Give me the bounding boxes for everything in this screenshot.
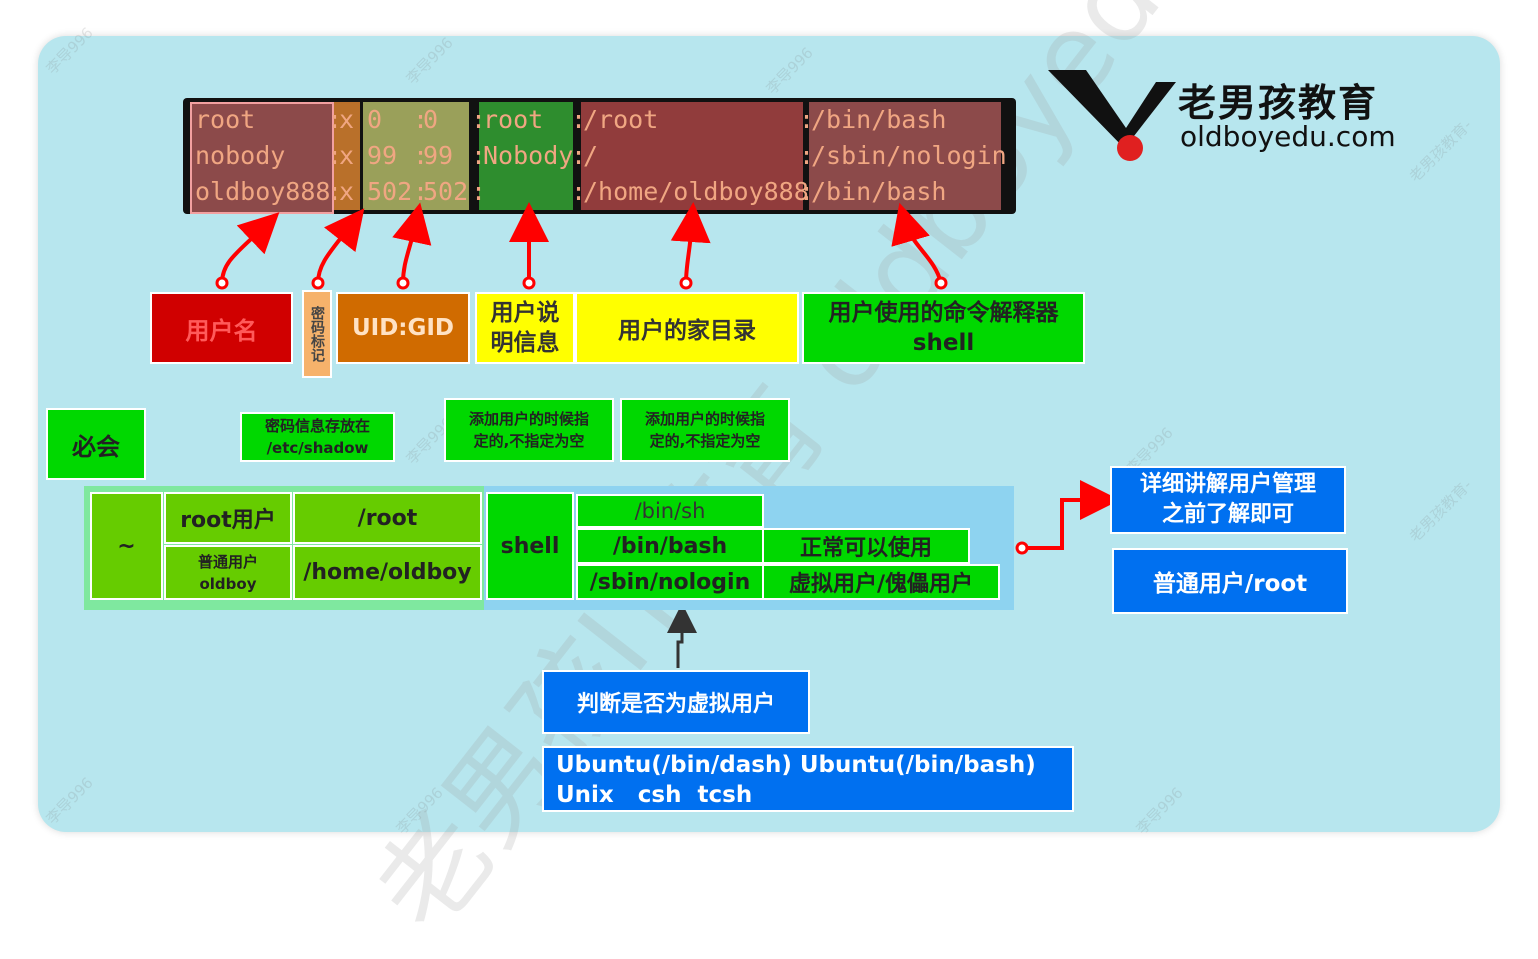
passwd-terminal: root nobody oldboy888 : : : x x x 0 99 5… — [183, 98, 1016, 214]
passwd-comment: root — [483, 105, 544, 134]
shadow-note: 密码信息存放在 /etc/shadow — [240, 412, 395, 462]
passwd-comment: Nobody — [483, 141, 574, 170]
arrow-detail — [1022, 480, 1120, 550]
arrow-password — [316, 208, 365, 284]
shell-nologin: /sbin/nologin — [576, 564, 764, 600]
passwd-name: oldboy888 — [195, 177, 331, 206]
ubuntu-note: Ubuntu(/bin/dash) Ubuntu(/bin/bash) Unix… — [542, 746, 1074, 812]
passwd-gid: 502 — [423, 177, 469, 206]
passwd-name: nobody — [195, 141, 286, 170]
detail-note: 详细讲解用户管理 之前了解即可 — [1110, 466, 1346, 534]
home-normal-dir: /home/oldboy — [293, 545, 482, 600]
passwd-pw: x — [339, 105, 355, 134]
judge-virtual-user: 判断是否为虚拟用户 — [542, 670, 810, 734]
field-uid-gid: UID:GID — [336, 292, 470, 364]
arrow-layer — [215, 202, 1120, 668]
comment-note: 添加用户的时候指 定的,不指定为空 — [444, 398, 614, 462]
passwd-home: /home/oldboy888 — [583, 177, 809, 206]
ubuntu-note-line2: Unix csh tcsh — [556, 782, 753, 808]
passwd-gid: 99 — [423, 141, 454, 170]
arrow-judge — [667, 603, 697, 668]
comment-note-line2: 定的,不指定为空 — [473, 432, 585, 450]
col-username-bg — [190, 102, 334, 214]
passwd-pw: x — [339, 141, 355, 170]
field-home: 用户的家目录 — [575, 292, 799, 364]
col-shell-bg — [809, 102, 1001, 210]
home-table: ~ root用户 /root 普通用户 oldboy /home/oldboy — [84, 486, 484, 610]
shell-nologin-desc: 虚拟用户/傀儡用户 — [762, 564, 1000, 600]
shell-label: shell — [486, 492, 574, 600]
passwd-home: /root — [583, 105, 659, 134]
home-root-dir: /root — [293, 492, 482, 544]
passwd-sep: : — [327, 141, 343, 170]
shell-bash: /bin/bash — [576, 528, 764, 564]
detail-note-line1: 详细讲解用户管理 — [1139, 472, 1316, 497]
col-home-bg — [581, 102, 803, 210]
col-comment-bg — [479, 102, 573, 210]
home-tilde: ~ — [90, 492, 163, 600]
passwd-uid: 0 — [367, 105, 383, 134]
field-username: 用户名 — [150, 292, 293, 364]
arrow-shell — [891, 202, 943, 284]
arrow-uid — [392, 202, 432, 284]
logo-url: oldboyedu.com — [1180, 120, 1396, 153]
shell-table: shell /bin/sh /bin/bash 正常可以使用 /sbin/nol… — [484, 486, 1014, 610]
home-normal-user: 普通用户 oldboy — [164, 545, 292, 600]
passwd-uid: 502 — [367, 177, 413, 206]
col-uid-bg — [363, 102, 469, 210]
field-shell: 用户使用的命令解释器 shell — [802, 292, 1085, 364]
field-comment-line2: 明信息 — [490, 330, 560, 356]
col-password-bg — [334, 102, 360, 210]
passwd-name: root — [195, 105, 256, 134]
shell-bash-desc: 正常可以使用 — [762, 528, 970, 564]
field-shell-line1: 用户使用的命令解释器 — [828, 300, 1059, 326]
shell-sh: /bin/sh — [576, 494, 764, 528]
passwd-sep: : — [327, 105, 343, 134]
logo: 老男孩教育 oldboyedu.com — [1048, 66, 1408, 166]
field-comment-line1: 用户说 — [490, 300, 560, 326]
field-comment: 用户说 明信息 — [475, 292, 575, 364]
passwd-sep: : — [327, 177, 343, 206]
field-password-mark: 密码标记 — [302, 290, 332, 378]
logo-v-icon — [1048, 70, 1176, 161]
arrow-home — [670, 202, 711, 284]
logo-brand: 老男孩教育 — [1178, 81, 1379, 125]
detail-note-line2: 之前了解即可 — [1161, 502, 1294, 527]
shadow-note-line1: 密码信息存放在 — [264, 417, 370, 435]
home-note-line1: 添加用户的时候指 — [644, 410, 765, 428]
comment-note-line1: 添加用户的时候指 — [468, 410, 589, 428]
shadow-note-line2: /etc/shadow — [266, 439, 369, 457]
home-note: 添加用户的时候指 定的,不指定为空 — [620, 398, 790, 462]
passwd-shell: /sbin/nologin — [811, 141, 1007, 170]
field-shell-line2: shell — [912, 330, 975, 356]
home-normal-user-line2: oldboy — [199, 574, 257, 593]
passwd-gid: 0 — [423, 105, 439, 134]
passwd-shell: /bin/bash — [811, 177, 947, 206]
normal-root-note: 普通用户/root — [1112, 548, 1348, 614]
passwd-pw: x — [339, 177, 355, 206]
ubuntu-note-line1: Ubuntu(/bin/dash) Ubuntu(/bin/bash) — [556, 752, 1036, 778]
arrow-username — [220, 212, 280, 284]
must-know-label: 必会 — [46, 408, 146, 480]
passwd-home: / — [583, 141, 599, 170]
home-root-user: root用户 — [164, 492, 292, 544]
passwd-uid: 99 — [367, 141, 398, 170]
field-password-mark-text: 密码标记 — [309, 306, 325, 362]
passwd-shell: /bin/bash — [811, 105, 947, 134]
home-normal-user-line1: 普通用户 — [197, 552, 258, 571]
home-note-line2: 定的,不指定为空 — [649, 432, 761, 450]
